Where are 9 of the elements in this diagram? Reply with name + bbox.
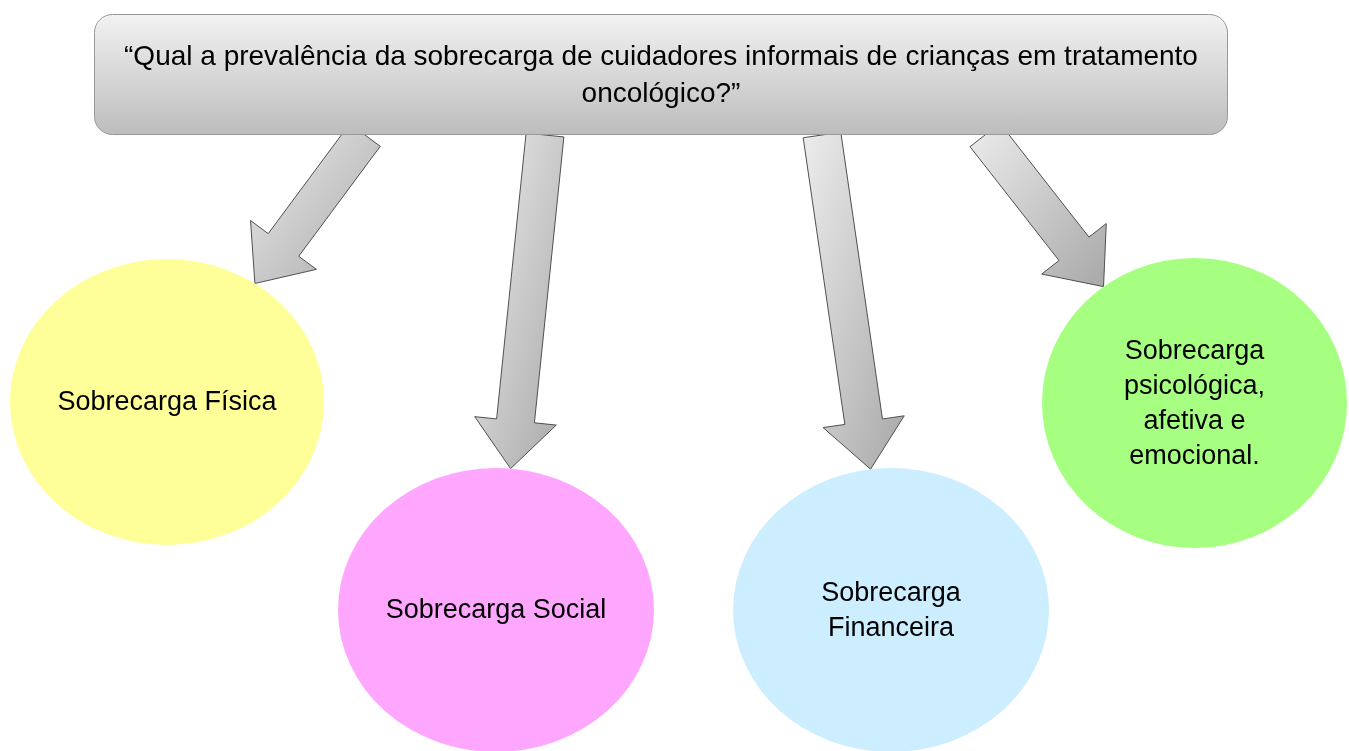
topic-ellipse: [1042, 258, 1347, 548]
topic-ellipse: [10, 259, 324, 545]
topic-label: Sobrecarga Física: [57, 385, 277, 419]
topic-label: Sobrecarga Social: [385, 593, 607, 627]
block-arrow: [474, 132, 565, 470]
topic-label: Sobrecarga psicológica, afetiva e emocional.: [1122, 333, 1267, 473]
topic-label: Sobrecarga Financeira: [820, 575, 962, 644]
question-box: [94, 14, 1228, 135]
question-text: “Qual a prevalência da sobrecarga de cuidadores informais de crianças em tratamento oncológico?”: [124, 39, 1198, 110]
